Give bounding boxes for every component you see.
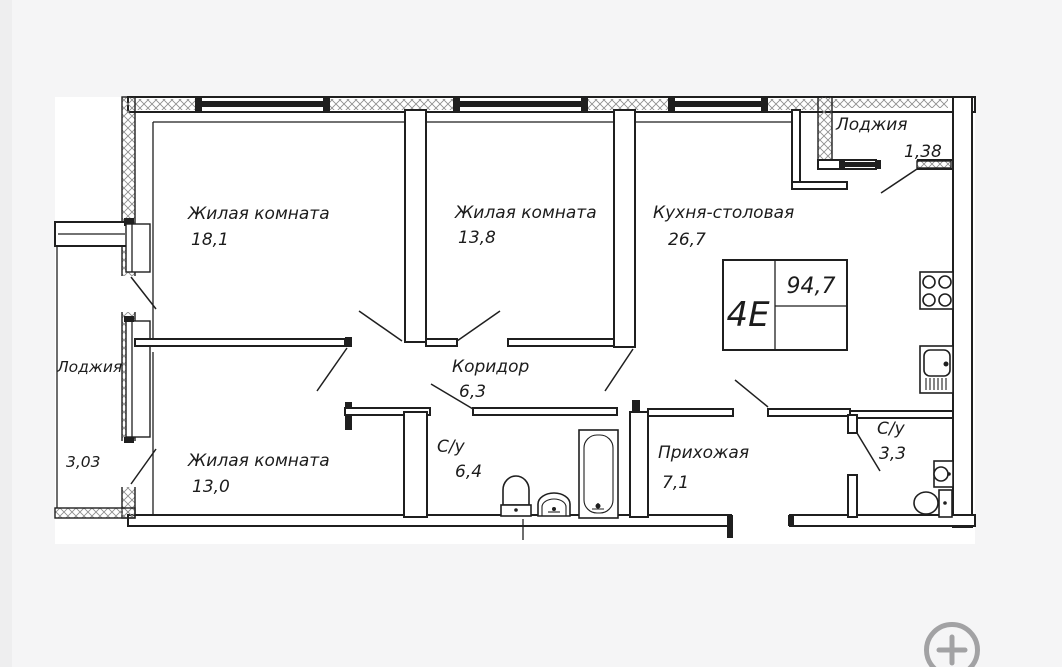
stove-icon <box>919 271 954 310</box>
washbasin-icon <box>933 460 954 488</box>
loggia-name: Лоджия <box>835 115 908 135</box>
room-name: Жилая комната <box>454 203 597 223</box>
room-area: 3,3 <box>879 444 906 464</box>
loggia-name: Лоджия <box>56 358 122 376</box>
room-area: 26,7 <box>668 230 706 250</box>
room-label-corridor: Коридор 6,3 <box>452 357 529 402</box>
loggia-area: 3,03 <box>66 453 101 471</box>
room-area: 18,1 <box>191 230 229 250</box>
room-name: Жилая комната <box>187 204 330 224</box>
room-label-bathroom-1: С/у 6,4 <box>437 437 482 482</box>
pedestal-sink-icon <box>537 492 571 517</box>
toilet-icon-2 <box>913 489 953 518</box>
toilet-icon <box>500 475 532 517</box>
room-area: 6,4 <box>455 462 482 482</box>
window-bars <box>195 98 768 111</box>
door-swings <box>130 168 918 485</box>
loggia-label-left: Лоджия 3,03 <box>56 358 122 471</box>
entrance-door-jamb <box>727 515 733 538</box>
room-label-living-3: Жилая комната 13,0 <box>187 451 330 497</box>
loggia-area: 1,38 <box>904 142 942 162</box>
room-name: Коридор <box>452 357 529 377</box>
bathtub-icon <box>578 429 619 519</box>
room-label-bathroom-2: С/у 3,3 <box>877 419 906 464</box>
unit-total-area: 94,7 <box>787 274 836 299</box>
room-name: С/у <box>877 419 906 439</box>
room-label-living-2: Жилая комната 13,8 <box>454 203 597 248</box>
balcony-window-units <box>124 218 151 443</box>
room-area: 13,8 <box>458 228 496 248</box>
unit-info-box: 4Е 94,7 <box>722 259 848 351</box>
walls <box>54 96 976 540</box>
room-name: Прихожая <box>658 443 749 463</box>
room-name: С/у <box>437 437 466 457</box>
unit-number: 4Е <box>726 295 770 335</box>
room-label-hallway: Прихожая 7,1 <box>658 443 749 493</box>
page-left-gutter <box>0 0 12 667</box>
room-area: 6,3 <box>459 382 486 402</box>
room-name: Жилая комната <box>187 451 330 471</box>
zoom-in-button[interactable] <box>924 622 980 667</box>
room-label-living-1: Жилая комната 18,1 <box>187 204 330 250</box>
room-name: Кухня-столовая <box>653 203 794 223</box>
room-label-kitchen: Кухня-столовая 26,7 <box>653 203 794 250</box>
room-area: 13,0 <box>192 477 230 497</box>
room-area: 7,1 <box>662 473 689 493</box>
loggia-label-top: Лоджия 1,38 <box>835 115 942 162</box>
kitchen-sink-icon <box>919 345 954 394</box>
